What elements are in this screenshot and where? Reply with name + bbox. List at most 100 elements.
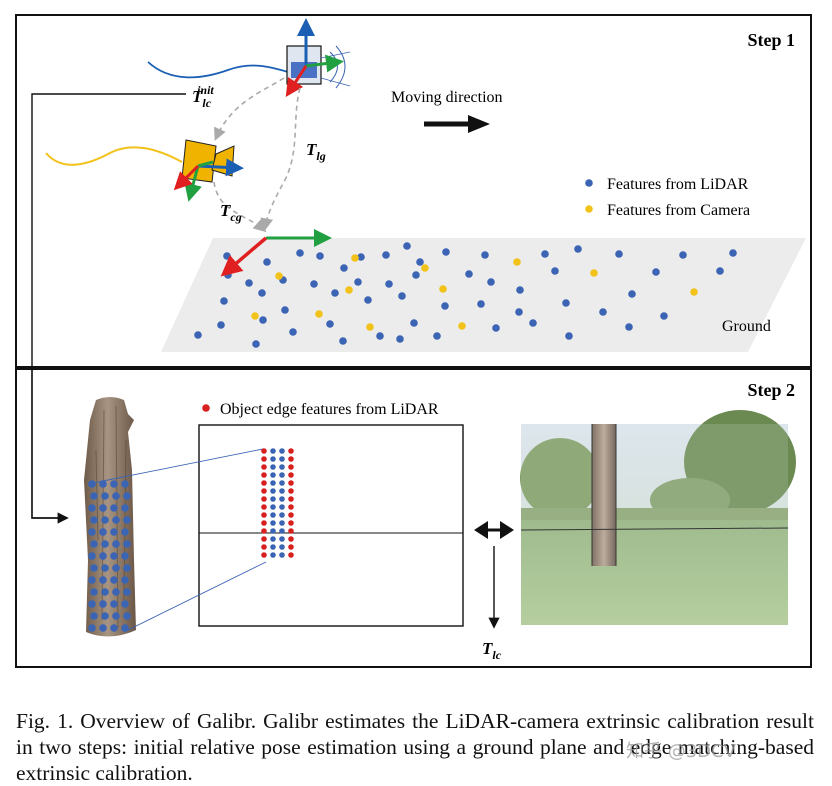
lidar-axes	[285, 18, 344, 98]
trunk-lidar-point	[90, 492, 98, 500]
edge-feature-point	[288, 520, 294, 526]
legend-lidar-label: Features from LiDAR	[607, 176, 749, 193]
edge-feature-point	[288, 528, 294, 534]
trunk-lidar-point	[90, 564, 98, 572]
lidar-surface-point	[270, 488, 276, 494]
trunk-lidar-point	[112, 516, 120, 524]
trunk-lidar-point	[123, 540, 131, 548]
figure-caption: Fig. 1. Overview of Galibr. Galibr estim…	[16, 708, 814, 785]
edge-feature-point	[261, 520, 267, 526]
edge-feature-point	[288, 448, 294, 454]
lidar-surface-point	[270, 496, 276, 502]
lidar-feature-point	[340, 264, 348, 272]
edge-feature-point	[261, 472, 267, 478]
trunk-lidar-point	[99, 480, 107, 488]
camera-feature-point	[315, 310, 323, 318]
edge-feature-point	[261, 504, 267, 510]
lidar-feature-point	[477, 300, 485, 308]
lidar-surface-point	[279, 456, 285, 462]
lidar-surface-point	[279, 464, 285, 470]
lidar-feature-point	[364, 296, 372, 304]
trunk-lidar-point	[112, 540, 120, 548]
trunk-lidar-point	[99, 576, 107, 584]
lidar-feature-point	[465, 270, 473, 278]
edge-feature-point	[261, 456, 267, 462]
lidar-feature-point	[220, 297, 228, 305]
camera-feature-point	[513, 258, 521, 266]
lidar-feature-point	[660, 312, 668, 320]
edge-feature-point	[261, 536, 267, 542]
lidar-feature-point	[515, 308, 523, 316]
t-cg-label: Tcg	[220, 201, 242, 224]
trunk-lidar-point	[110, 576, 118, 584]
step1-title: Step 1	[747, 30, 795, 50]
trunk-lidar-point	[121, 624, 129, 632]
lidar-feature-point	[376, 332, 384, 340]
trunk-lidar-point	[123, 492, 131, 500]
lidar-feature-point	[442, 248, 450, 256]
lidar-feature-point	[410, 319, 418, 327]
lidar-feature-point	[354, 278, 362, 286]
lidar-surface-point	[279, 512, 285, 518]
legend-edge-dot	[202, 404, 210, 412]
lidar-feature-point	[729, 249, 737, 257]
step2-panel	[15, 368, 812, 668]
trunk-lidar-point	[121, 576, 129, 584]
trunk-lidar-point	[110, 528, 118, 536]
lidar-feature-point	[316, 252, 324, 260]
t-lg-arrow	[260, 87, 301, 232]
t-cg-arrow	[213, 181, 267, 233]
trunk-lidar-point	[90, 540, 98, 548]
trunk-lidar-point	[121, 504, 129, 512]
lidar-feature-point	[529, 319, 537, 327]
step2-title: Step 2	[747, 380, 795, 400]
edge-feature-point	[288, 536, 294, 542]
lidar-surface-point	[279, 480, 285, 486]
trunk-lidar-point	[101, 588, 109, 596]
lidar-surface-point	[270, 552, 276, 558]
lidar-surface-point	[270, 480, 276, 486]
lidar-feature-point	[326, 320, 334, 328]
lidar-surface-point	[270, 504, 276, 510]
lidar-surface-point	[270, 464, 276, 470]
edge-feature-point	[288, 472, 294, 478]
lidar-feature-point	[574, 245, 582, 253]
lidar-surface-point	[279, 552, 285, 558]
zoom-line-top	[87, 448, 264, 485]
trunk-lidar-point	[121, 552, 129, 560]
ground-feature-points	[194, 242, 737, 348]
lidar-surface-point	[270, 448, 276, 454]
trunk-lidar-point	[99, 504, 107, 512]
camera-feature-point	[439, 285, 447, 293]
camera-feature-point	[690, 288, 698, 296]
trunk-lidar-point	[101, 612, 109, 620]
lidar-feature-point	[281, 306, 289, 314]
lidar-feature-point	[396, 335, 404, 343]
lidar-feature-point	[263, 258, 271, 266]
trunk-lidar-point	[99, 552, 107, 560]
edge-feature-point	[261, 512, 267, 518]
trunk-lidar-point	[112, 612, 120, 620]
lidar-feature-point	[289, 328, 297, 336]
lidar-surface-point	[279, 488, 285, 494]
lidar-feature-point	[403, 242, 411, 250]
trunk-lidar-point	[88, 576, 96, 584]
lidar-surface-point	[270, 544, 276, 550]
t-lg-label: Tlg	[306, 140, 326, 163]
lidar-surface-point	[279, 448, 285, 454]
trunk-lidar-point	[99, 600, 107, 608]
lidar-feature-point	[433, 332, 441, 340]
trunk-lidar-point	[88, 552, 96, 560]
lidar-surface-point	[270, 512, 276, 518]
trunk-lidar-point	[110, 504, 118, 512]
camera-feature-point	[345, 286, 353, 294]
matching-double-arrow	[474, 521, 514, 539]
trunk-lidar-point	[112, 588, 120, 596]
watermark: 知乎 @3DCV	[626, 741, 736, 762]
trunk-lidar-point	[90, 612, 98, 620]
legend-lidar-dot	[585, 179, 593, 187]
camera-feature-point	[351, 254, 359, 262]
trunk-lidar-point	[88, 600, 96, 608]
lidar-feature-point	[551, 267, 559, 275]
trunk-lidar-point	[121, 528, 129, 536]
